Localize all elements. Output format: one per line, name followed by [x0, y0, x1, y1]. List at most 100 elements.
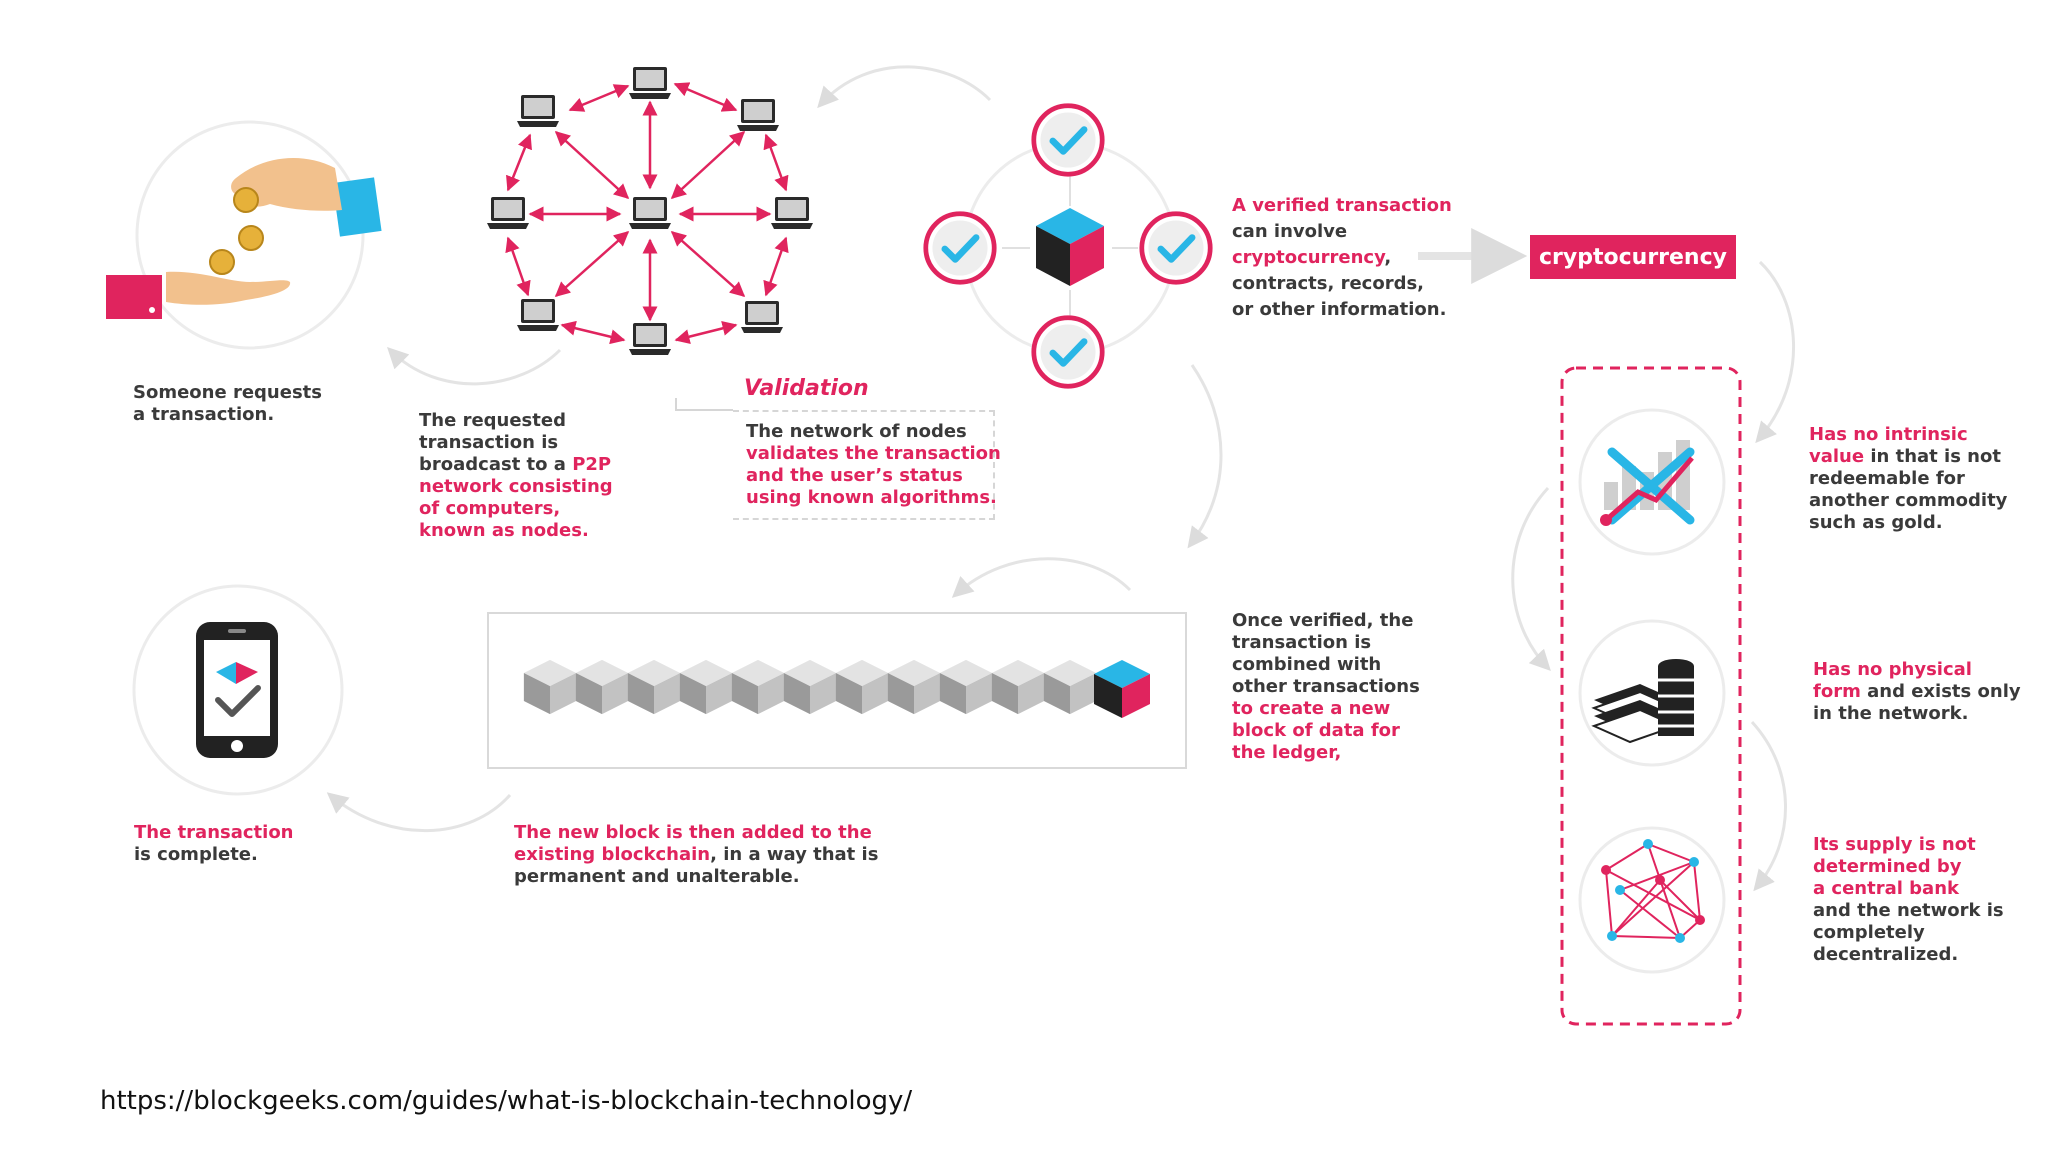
property3-line: decentralized. — [1813, 944, 1959, 965]
validation-caption: The network of nodes validates the trans… — [746, 421, 1001, 509]
cube-icon — [1036, 208, 1104, 286]
property1-line: value in that is not — [1809, 446, 2007, 468]
validation-highlight: using known algorithms. — [746, 487, 997, 508]
properties-panel — [1560, 366, 1742, 1026]
property2-line: in the network. — [1813, 703, 1969, 724]
complete-line: is complete. — [134, 844, 258, 865]
check-icon — [1034, 318, 1102, 386]
added-caption: The new block is then added to the exist… — [514, 822, 878, 888]
check-icon — [926, 214, 994, 282]
combined-highlight: the ledger, — [1232, 742, 1342, 763]
combined-line: Once verified, the — [1232, 610, 1414, 631]
verified-line: or other information. — [1232, 299, 1447, 320]
property1-line: another commodity — [1809, 490, 2008, 511]
verified-line: contracts, records, — [1232, 273, 1425, 294]
added-line: permanent and unalterable. — [514, 866, 800, 887]
flow-arrow-4 — [951, 557, 1132, 598]
property2-highlight: Has no physical — [1813, 659, 1972, 680]
step1-line: Someone requests — [133, 382, 322, 403]
cryptocurrency-badge: cryptocurrency — [1530, 235, 1736, 279]
step2-caption: The requested transaction is broadcast t… — [419, 410, 613, 542]
added-highlight: existing blockchain — [514, 844, 711, 865]
step2-highlight: network consisting — [419, 476, 613, 497]
validation-highlight: and the user’s status — [746, 465, 963, 486]
flow-arrow-1 — [387, 347, 562, 386]
property3-highlight: determined by — [1813, 856, 1962, 877]
laptop-icon — [487, 197, 529, 229]
property3-line: completely — [1813, 922, 1925, 943]
step1-line: a transaction. — [133, 404, 275, 425]
arrow-badge-to-props — [1755, 260, 1796, 444]
step2-line: The requested — [419, 410, 566, 431]
complete-circle — [132, 584, 344, 796]
verified-caption: A verified transaction can involve crypt… — [1232, 193, 1452, 323]
laptop-icon — [517, 299, 559, 331]
added-line: existing blockchain, in a way that is — [514, 844, 878, 866]
network-icon — [1601, 839, 1705, 943]
prop-arrow-1 — [1511, 486, 1551, 672]
combined-line: combined with — [1232, 654, 1382, 675]
laptop-icon — [629, 323, 671, 355]
declining-chart-icon — [1600, 440, 1695, 526]
validation-line: The network of nodes — [746, 421, 967, 442]
property1-line: such as gold. — [1809, 512, 1943, 533]
coin-stack-icon — [1591, 659, 1694, 744]
step2-highlight: of computers, — [419, 498, 561, 519]
validation-title: Validation — [744, 376, 869, 401]
property1-line: redeemable for — [1809, 468, 1965, 489]
verified-line: can involve — [1232, 221, 1348, 242]
blockchain-blocks — [523, 659, 1150, 718]
step1-caption: Someone requests a transaction. — [133, 382, 322, 426]
property2-caption: Has no physical form and exists only in … — [1813, 659, 2021, 725]
validation-highlight: validates the transaction — [746, 443, 1001, 464]
flow-arrow-3 — [1187, 364, 1223, 549]
combined-highlight: to create a new — [1232, 698, 1391, 719]
added-text: , in a way that is — [710, 844, 879, 865]
phone-check-icon — [196, 622, 278, 758]
verified-highlight: cryptocurrency — [1232, 247, 1385, 268]
step2-highlight: known as nodes. — [419, 520, 589, 541]
property3-highlight: a central bank — [1813, 878, 1959, 899]
combined-line: other transactions — [1232, 676, 1420, 697]
step2-line: broadcast to a P2P — [419, 454, 613, 476]
property1-highlight: Has no intrinsic — [1809, 424, 1968, 445]
p2p-network-links — [505, 82, 789, 345]
check-icon — [1142, 214, 1210, 282]
step1-circle-group — [135, 120, 365, 350]
validation-box — [733, 410, 995, 520]
laptop-icon — [741, 301, 783, 333]
property3-caption: Its supply is not determined by a centra… — [1813, 834, 2004, 966]
step2-line: transaction is — [419, 432, 559, 453]
property3-line: and the network is — [1813, 900, 2004, 921]
check-icon — [1034, 106, 1102, 174]
property1-caption: Has no intrinsic value in that is not re… — [1809, 424, 2007, 534]
laptop-icon — [771, 197, 813, 229]
property3-highlight: Its supply is not — [1813, 834, 1976, 855]
laptop-icon — [737, 99, 779, 131]
combined-caption: Once verified, the transaction is combin… — [1232, 610, 1420, 764]
flow-arrow-5 — [326, 792, 512, 833]
laptop-icon — [629, 197, 671, 229]
combined-line: transaction is — [1232, 632, 1372, 653]
complete-caption: The transaction is complete. — [134, 822, 294, 866]
property1-highlight: value — [1809, 446, 1865, 467]
verified-line: cryptocurrency, — [1232, 245, 1452, 271]
property2-highlight: form — [1813, 681, 1861, 702]
laptop-icon — [629, 67, 671, 99]
property2-line: form and exists only — [1813, 681, 2021, 703]
step2-text: broadcast to a — [419, 454, 573, 475]
verified-highlight: A verified transaction — [1232, 195, 1452, 216]
added-highlight: The new block is then added to the — [514, 822, 872, 843]
complete-highlight: The transaction — [134, 822, 294, 843]
combined-highlight: block of data for — [1232, 720, 1400, 741]
property2-text: and exists only — [1860, 681, 2021, 702]
verified-text: , — [1384, 247, 1392, 268]
hand-coins-icon — [106, 157, 382, 319]
validation-bracket — [675, 398, 733, 411]
flow-arrow-2 — [817, 65, 992, 109]
property1-text: in that is not — [1864, 446, 2001, 467]
new-block-icon — [1094, 660, 1150, 718]
source-url: https://blockgeeks.com/guides/what-is-bl… — [100, 1086, 913, 1116]
prop-arrow-2 — [1750, 720, 1787, 892]
